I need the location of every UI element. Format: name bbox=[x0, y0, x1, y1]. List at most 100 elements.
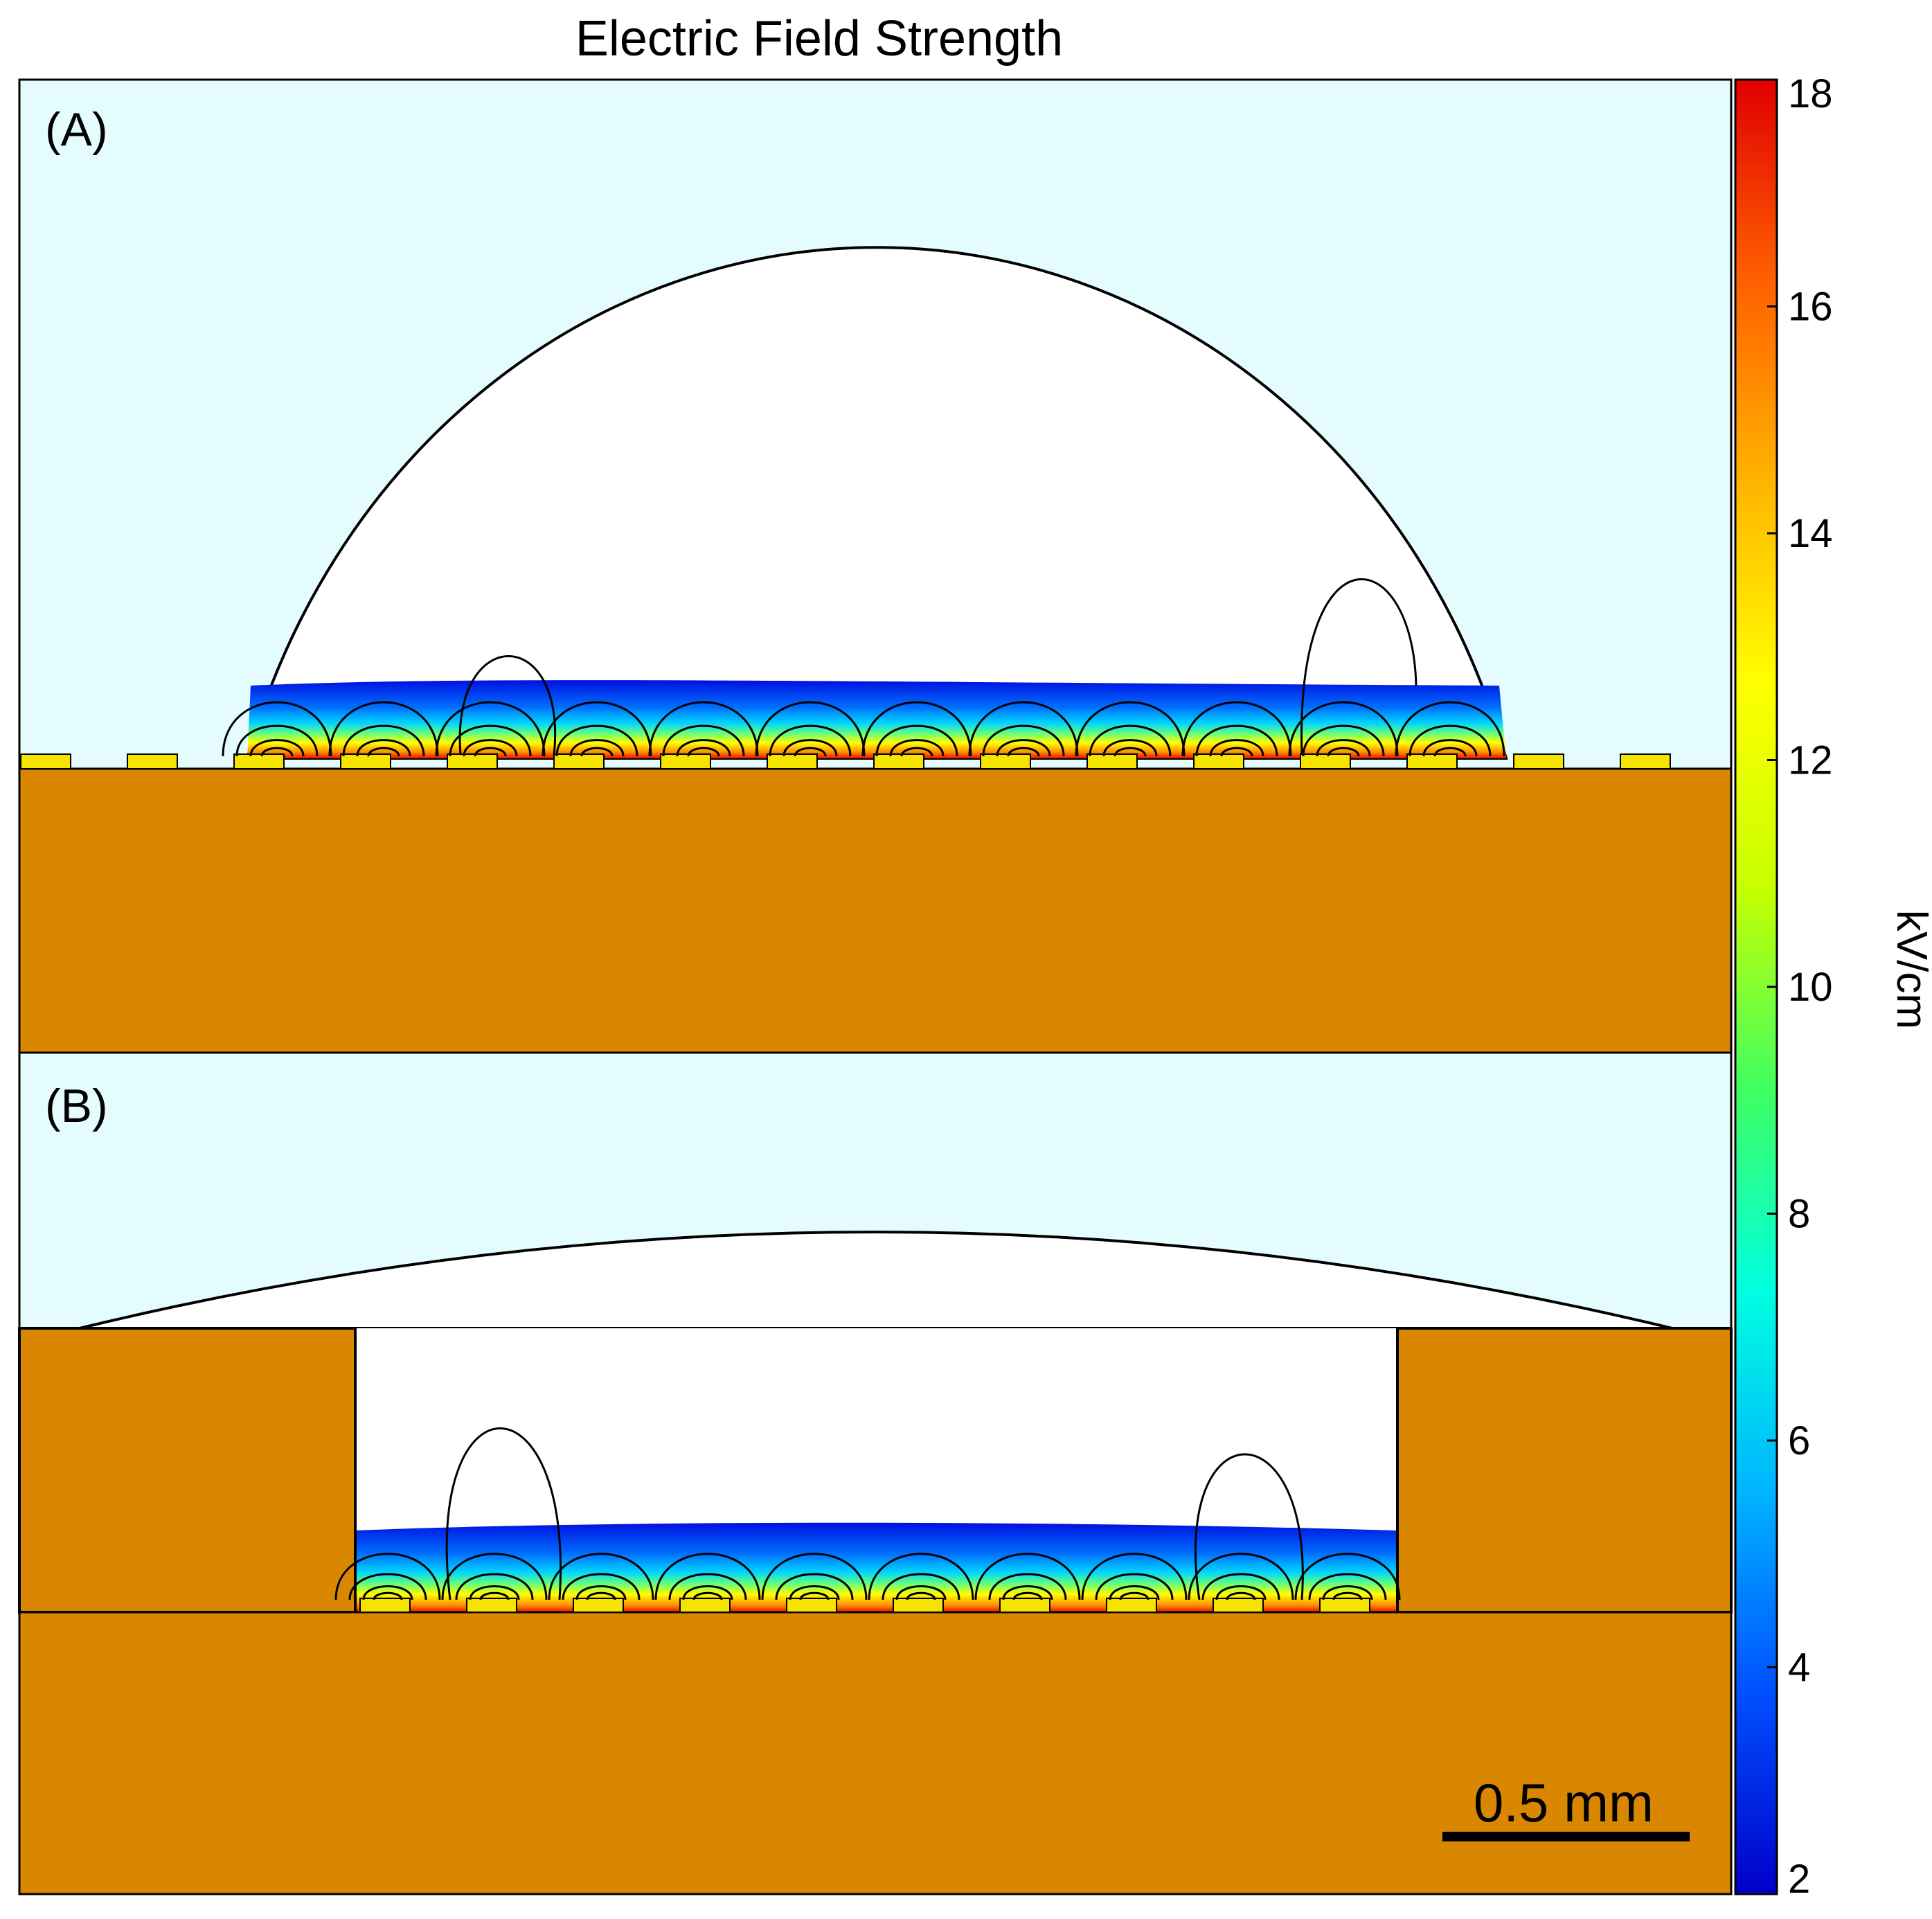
field-line bbox=[569, 739, 625, 757]
field-line bbox=[373, 1591, 403, 1600]
panel-b-field-lines bbox=[334, 1427, 1401, 1600]
field-line bbox=[1081, 1553, 1188, 1600]
field-line bbox=[654, 1553, 761, 1600]
field-line bbox=[1433, 747, 1467, 757]
colorbar-tick-label: 18 bbox=[1788, 71, 1833, 116]
field-line bbox=[861, 701, 972, 757]
panel-b: (B) 0.5 mm bbox=[18, 1051, 1733, 1895]
field-line bbox=[580, 747, 614, 757]
colorbar-tick-label: 14 bbox=[1788, 511, 1833, 556]
panel-a-substrate bbox=[18, 767, 1733, 1054]
panel-b-wall-right bbox=[1396, 1327, 1733, 1614]
figure-title: Electric Field Strength bbox=[575, 11, 1063, 66]
field-line bbox=[982, 724, 1065, 757]
field-line bbox=[469, 1585, 520, 1600]
field-line bbox=[974, 1553, 1081, 1600]
field-line bbox=[479, 1591, 510, 1600]
electrode bbox=[1106, 1598, 1157, 1613]
field-line bbox=[1113, 747, 1147, 757]
field-line bbox=[542, 701, 652, 757]
field-line bbox=[222, 701, 332, 757]
electrode bbox=[1620, 753, 1671, 769]
electrode bbox=[466, 1598, 517, 1613]
electrode bbox=[233, 753, 285, 769]
field-line bbox=[794, 747, 827, 757]
field-line bbox=[868, 1553, 974, 1600]
field-line bbox=[586, 1591, 616, 1600]
field-line bbox=[562, 1573, 641, 1600]
field-line bbox=[895, 1585, 947, 1600]
electrode bbox=[679, 1598, 731, 1613]
field-line bbox=[1012, 1591, 1043, 1600]
electrode bbox=[573, 1598, 624, 1613]
field-line bbox=[1322, 1585, 1373, 1600]
field-line bbox=[1288, 701, 1399, 757]
field-line bbox=[687, 747, 720, 757]
field-line bbox=[235, 724, 319, 757]
field-line bbox=[328, 701, 439, 757]
electrode bbox=[1193, 753, 1244, 769]
field-line bbox=[449, 724, 532, 757]
field-line bbox=[1109, 1585, 1160, 1600]
field-line bbox=[875, 724, 958, 757]
field-line bbox=[968, 701, 1079, 757]
field-line bbox=[1002, 1585, 1053, 1600]
field-line bbox=[769, 724, 852, 757]
electrode bbox=[553, 753, 605, 769]
electrode bbox=[767, 753, 818, 769]
electrode bbox=[1406, 753, 1458, 769]
electrode bbox=[893, 1598, 944, 1613]
field-line bbox=[1007, 747, 1040, 757]
electrode bbox=[873, 753, 924, 769]
field-line bbox=[463, 739, 518, 757]
electrode bbox=[999, 1598, 1050, 1613]
electrode bbox=[786, 1598, 837, 1613]
field-line bbox=[900, 747, 933, 757]
field-line bbox=[775, 1573, 854, 1600]
electrode bbox=[1086, 753, 1138, 769]
field-line bbox=[474, 747, 507, 757]
electrode bbox=[1213, 1598, 1264, 1613]
field-line bbox=[1332, 1591, 1363, 1600]
field-line bbox=[889, 739, 945, 757]
field-line bbox=[761, 1553, 868, 1600]
colorbar-tick-label: 10 bbox=[1788, 965, 1833, 1010]
field-line bbox=[1220, 747, 1253, 757]
field-line bbox=[1075, 701, 1186, 757]
field-line bbox=[1181, 701, 1292, 757]
colorbar-tick-label: 16 bbox=[1788, 285, 1833, 330]
scale-bar bbox=[1442, 1832, 1690, 1841]
field-line bbox=[1102, 739, 1158, 757]
field-line bbox=[1316, 739, 1371, 757]
field-line bbox=[1327, 747, 1360, 757]
field-line bbox=[548, 1553, 654, 1600]
field-line bbox=[1308, 1573, 1387, 1600]
field-line bbox=[249, 739, 305, 757]
panel-a-label: (A) bbox=[45, 103, 108, 156]
field-line bbox=[348, 1573, 427, 1600]
field-line bbox=[692, 1591, 723, 1600]
electrode bbox=[1513, 753, 1564, 769]
field-line bbox=[1215, 1585, 1267, 1600]
field-line bbox=[1195, 1453, 1304, 1600]
field-line bbox=[755, 701, 866, 757]
panel-b-electrodes bbox=[359, 1598, 1370, 1613]
panel-b-wall-left bbox=[18, 1327, 357, 1614]
panel-b-substrate bbox=[18, 1611, 1733, 1895]
field-line bbox=[1226, 1591, 1256, 1600]
field-line bbox=[1302, 724, 1385, 757]
field-line bbox=[682, 1585, 733, 1600]
field-line bbox=[1188, 1553, 1294, 1600]
field-line bbox=[662, 724, 745, 757]
field-line bbox=[1395, 701, 1505, 757]
field-line bbox=[1195, 724, 1278, 757]
electrode bbox=[447, 753, 498, 769]
field-line bbox=[356, 739, 411, 757]
field-line bbox=[1300, 578, 1417, 756]
electrode bbox=[20, 753, 71, 769]
panel-a-electrodes bbox=[20, 753, 1671, 769]
field-line bbox=[445, 1427, 562, 1600]
colorbar-tick-label: 2 bbox=[1788, 1857, 1810, 1902]
field-line bbox=[782, 739, 838, 757]
